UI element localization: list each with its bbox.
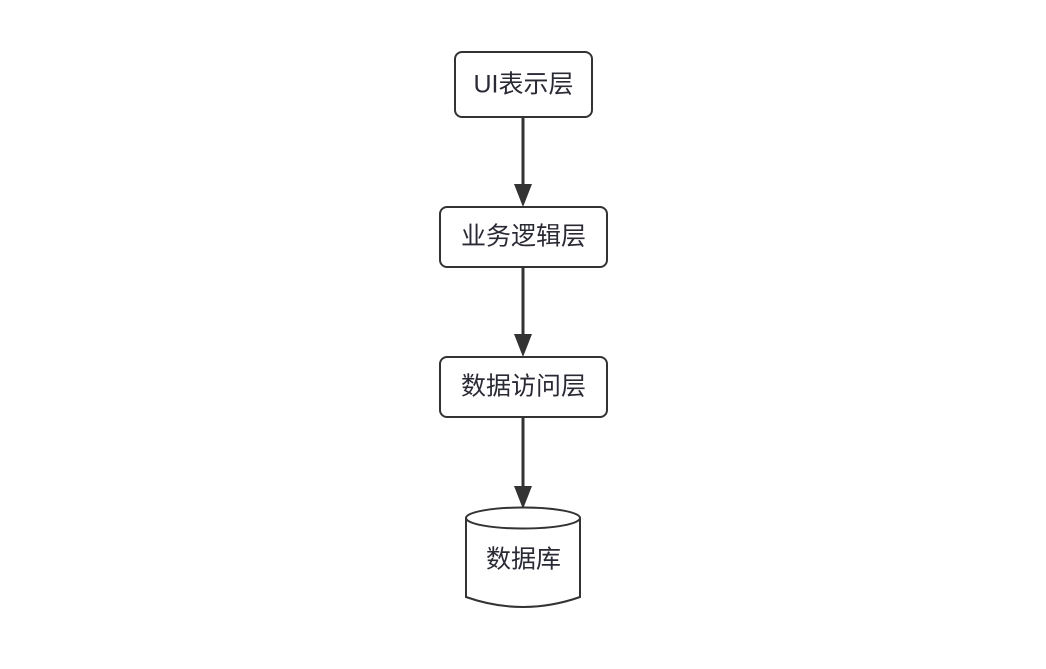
node-data-access-layer-label: 数据访问层 (461, 373, 586, 401)
edge-ui-to-business-arrowhead (514, 184, 532, 207)
node-database-cylinder-body[interactable] (465, 517, 581, 608)
node-business-logic-layer-box[interactable] (439, 206, 608, 268)
node-database[interactable]: 数据库 (465, 506, 581, 608)
edge-data-access-to-database-arrowhead (514, 486, 532, 509)
node-data-access-layer[interactable]: 数据访问层 (439, 356, 608, 418)
node-database-label: 数据库 (486, 546, 561, 574)
edge-business-to-data-access-arrowhead (514, 334, 532, 357)
node-data-access-layer-box[interactable] (439, 356, 608, 418)
node-business-logic-layer-label: 业务逻辑层 (461, 223, 586, 251)
node-database-cylinder-top (465, 506, 581, 530)
node-ui-layer-box[interactable] (454, 51, 593, 118)
edge-business-to-data-access (514, 267, 532, 357)
edge-data-access-to-database (514, 417, 532, 509)
node-ui-layer-label: UI表示层 (473, 71, 573, 99)
node-ui-layer[interactable]: UI表示层 (454, 51, 593, 118)
node-business-logic-layer[interactable]: 业务逻辑层 (439, 206, 608, 268)
edge-ui-to-business (514, 117, 532, 207)
